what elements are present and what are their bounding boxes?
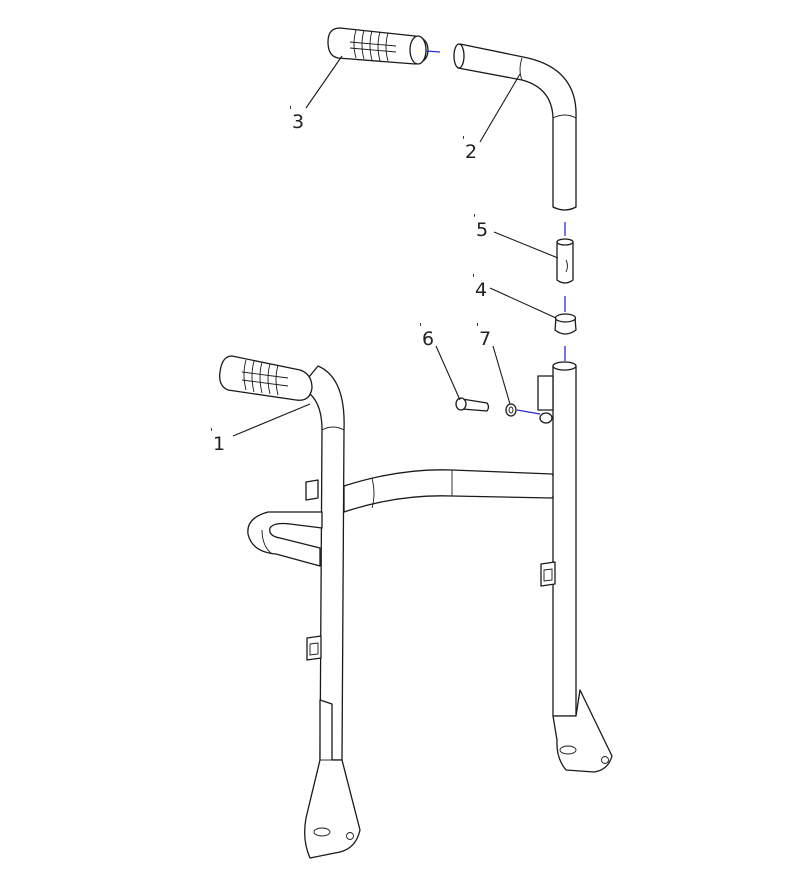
svg-text:': ' xyxy=(419,321,422,334)
leader-7 xyxy=(492,345,511,405)
svg-text:5: 5 xyxy=(476,219,488,241)
svg-text:': ' xyxy=(476,321,479,334)
svg-text:1: 1 xyxy=(213,433,225,455)
callout-label-5: ' 5 xyxy=(473,212,488,241)
leader-4 xyxy=(489,287,557,319)
svg-text:3: 3 xyxy=(292,111,304,133)
part-1-main-frame xyxy=(219,355,613,859)
part-7-washer xyxy=(505,403,517,417)
leader-5 xyxy=(493,231,559,259)
callout-label-6: ' 6 xyxy=(419,321,434,350)
leader-2 xyxy=(479,73,521,143)
svg-text:': ' xyxy=(289,104,292,117)
callout-label-2: ' 2 xyxy=(462,134,477,163)
svg-text:7: 7 xyxy=(479,328,491,350)
assembly-axis-grip-to-handle xyxy=(425,50,441,53)
svg-text:': ' xyxy=(210,426,213,439)
callout-label-3: ' 3 xyxy=(289,104,304,133)
svg-text:': ' xyxy=(462,134,465,147)
part-4-cap-bushing xyxy=(554,313,577,335)
leader-6 xyxy=(435,345,461,401)
svg-text:4: 4 xyxy=(475,279,487,301)
svg-text:2: 2 xyxy=(465,141,477,163)
part-2-handle-tube xyxy=(453,43,577,211)
callout-label-1: ' 1 xyxy=(210,426,225,455)
leader-1 xyxy=(232,403,311,437)
svg-text:': ' xyxy=(473,212,476,225)
svg-text:6: 6 xyxy=(422,328,434,350)
part-5-connector-sleeve xyxy=(556,238,574,284)
callout-label-4: ' 4 xyxy=(472,272,487,301)
part-6-bolt xyxy=(455,397,490,412)
callout-label-7: ' 7 xyxy=(476,321,491,350)
part-3-hand-grip xyxy=(327,27,429,65)
leader-3 xyxy=(305,55,343,109)
assembly-axis-bolt-to-frame xyxy=(516,409,541,415)
svg-text:': ' xyxy=(472,272,475,285)
